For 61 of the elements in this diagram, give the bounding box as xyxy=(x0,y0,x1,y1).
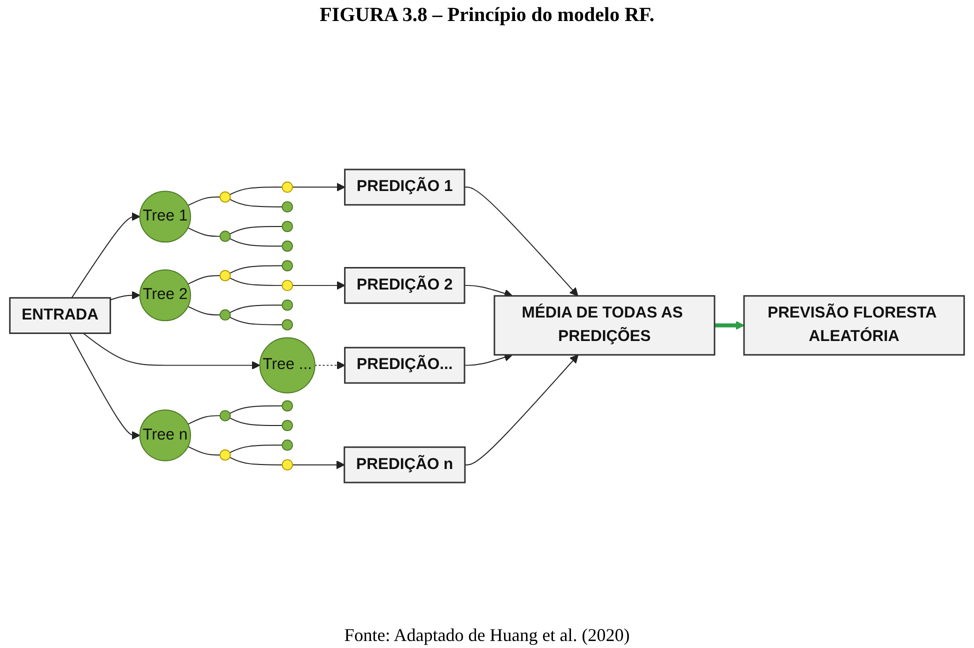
figure-caption: Fonte: Adaptado de Huang et al. (2020) xyxy=(344,625,630,646)
node-circle: Tree ... xyxy=(259,337,316,394)
arrow xyxy=(714,321,744,330)
arrow xyxy=(110,290,140,300)
node-circle xyxy=(282,280,293,292)
connector xyxy=(187,446,221,456)
arrow xyxy=(69,332,140,440)
node-circle xyxy=(282,240,293,252)
connector xyxy=(187,306,221,316)
connector xyxy=(187,275,221,285)
node-circle xyxy=(282,459,293,470)
arrow xyxy=(464,353,513,366)
node-circle xyxy=(220,449,231,461)
arrow xyxy=(71,212,140,298)
node-circle xyxy=(282,220,293,232)
node-circle xyxy=(220,410,231,422)
node-circle xyxy=(220,270,231,282)
connector xyxy=(187,415,221,425)
node-box: PREDIÇÃO n xyxy=(344,446,466,484)
node-circle: Tree 2 xyxy=(139,269,192,322)
arrow xyxy=(292,281,346,290)
figure-title: FIGURA 3.8 – Princípio do modelo RF. xyxy=(320,4,654,27)
node-circle xyxy=(282,319,293,330)
node-circle xyxy=(282,201,293,212)
connector xyxy=(229,238,283,247)
connector xyxy=(229,277,283,286)
node-circle xyxy=(282,182,293,193)
connector xyxy=(187,227,221,237)
arrow xyxy=(292,182,346,192)
node-circle xyxy=(220,230,231,242)
node-circle xyxy=(282,400,293,412)
connector xyxy=(229,265,283,274)
node-circle: Tree n xyxy=(139,409,192,462)
node-box: MÉDIA DE TODAS AS PREDIÇÕES xyxy=(494,295,716,356)
node-box: PREVISÃO FLORESTA ALEATÓRIA xyxy=(743,295,965,356)
node-circle xyxy=(220,191,231,203)
connector xyxy=(229,444,283,454)
node-box: PREDIÇÃO 1 xyxy=(344,168,466,206)
connector xyxy=(229,405,283,414)
node-circle xyxy=(282,420,293,432)
arrow xyxy=(314,360,346,370)
connector xyxy=(229,198,283,208)
node-box: PREDIÇÃO... xyxy=(344,346,466,384)
arrow xyxy=(464,186,578,296)
connector xyxy=(229,316,283,326)
arrow xyxy=(464,354,578,466)
node-circle: Tree 1 xyxy=(139,190,192,243)
connector xyxy=(229,304,283,314)
node-box: PREDIÇÃO 2 xyxy=(344,267,466,304)
connector xyxy=(229,456,283,466)
connector xyxy=(229,226,283,235)
arrow xyxy=(82,332,260,370)
node-circle xyxy=(220,309,231,321)
connector xyxy=(187,196,221,206)
node-circle xyxy=(282,260,293,272)
arrow xyxy=(292,460,345,470)
node-box: ENTRADA xyxy=(9,297,112,334)
connector xyxy=(229,186,283,196)
node-circle xyxy=(282,440,293,451)
node-circle xyxy=(282,299,293,311)
connector xyxy=(229,417,283,426)
